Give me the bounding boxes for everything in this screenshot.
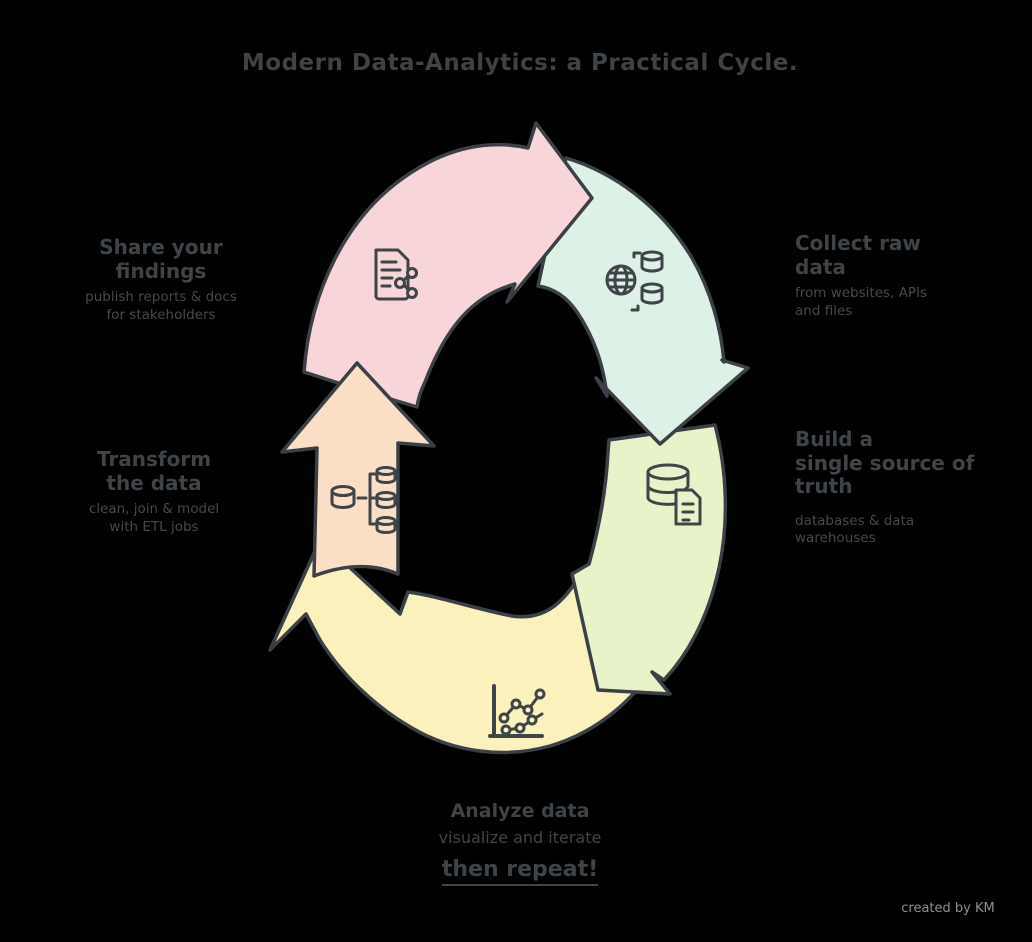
collect-sub-line1: from websites, APIs	[795, 285, 928, 302]
transform-sub-line1: clean, join & model	[88, 501, 220, 518]
collect-heading-line2: data	[795, 254, 846, 279]
transform-sub-line2: with ETL jobs	[109, 518, 199, 535]
document-share-icon	[374, 248, 418, 301]
arrow-segment-analyze	[268, 538, 668, 755]
analyze-line1: Analyze data	[450, 800, 590, 822]
stage-label-collect: Collect raw data from websites, APIs and…	[795, 231, 990, 320]
store-sub-line1: databases & data	[795, 512, 915, 529]
database-branch-icon	[330, 466, 397, 534]
database-document-icon	[646, 463, 702, 526]
stage-label-store: Build a single source of truth databases…	[795, 427, 990, 548]
diagram-title: Modern Data-Analytics: a Practical Cycle…	[241, 50, 799, 76]
globe-databases-icon	[605, 250, 664, 312]
store-sub-line2: warehouses	[795, 530, 876, 547]
share-sub-line1: publish reports & docs	[85, 289, 237, 306]
analyze-line2: visualize and iterate	[438, 828, 602, 847]
share-heading-line1: Share your	[99, 235, 223, 259]
share-sub-line2: for stakeholders	[106, 306, 216, 323]
line-chart-icon	[488, 684, 546, 738]
store-heading-line3: truth	[795, 474, 853, 499]
collect-heading-line1: Collect raw	[795, 231, 921, 255]
stage-label-analyze: Analyze data visualize and iterate then …	[375, 800, 665, 886]
watermark-credit: created by KM	[901, 901, 995, 916]
store-heading-line1: Build a	[795, 427, 873, 451]
stage-label-transform: Transform the data clean, join & model w…	[74, 447, 234, 536]
transform-heading-line1: Transform	[96, 447, 212, 471]
store-heading-line2: single source of	[795, 450, 975, 475]
collect-sub-line2: and files	[795, 302, 853, 319]
analyze-line3-underlined: then repeat!	[441, 857, 599, 886]
share-heading-line2: findings	[115, 258, 207, 283]
arrow-segment-share	[302, 121, 594, 409]
transform-heading-line2: the data	[106, 470, 202, 495]
stage-label-share: Share your findings publish reports & do…	[76, 235, 246, 324]
arrow-segment-store	[570, 423, 728, 696]
